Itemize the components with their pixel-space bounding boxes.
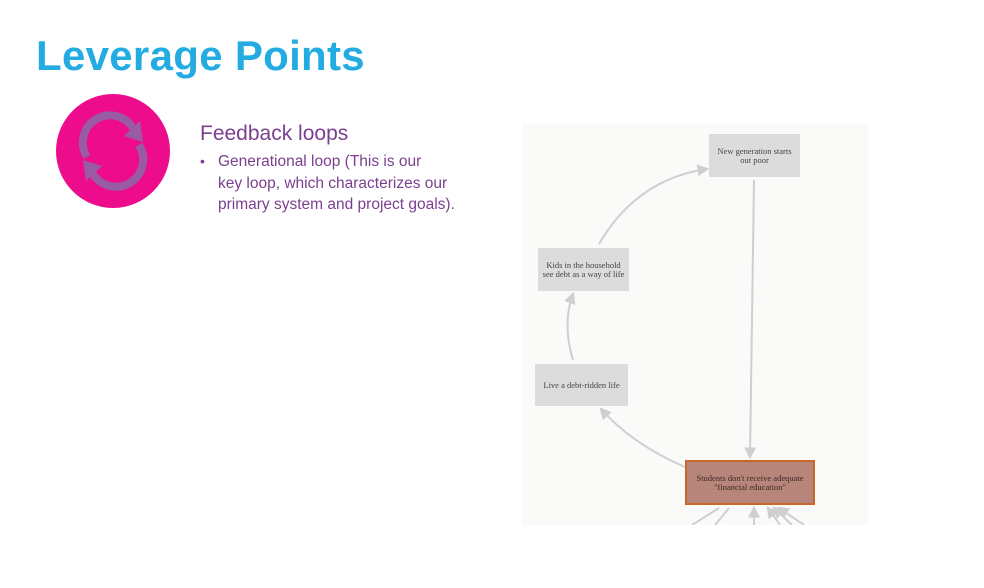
edge-incoming-2 xyxy=(714,507,730,525)
node-kids-see-debt: Kids in the household see debt as a way … xyxy=(538,248,629,291)
edge-debt-life-to-kids xyxy=(564,291,576,361)
diagram-edges xyxy=(564,164,805,525)
bullet-item: Generational loop (This is our key loop,… xyxy=(200,151,500,216)
cycle-arrows-icon xyxy=(56,94,170,208)
bullet-line: key loop, which characterizes our xyxy=(218,174,448,192)
edge-incoming-6 xyxy=(777,506,805,525)
edge-incoming-1 xyxy=(691,507,720,525)
causal-loop-diagram: New generation starts out poor Kids in t… xyxy=(522,124,868,525)
edge-incoming-4 xyxy=(766,506,781,525)
section-subtitle: Feedback loops xyxy=(200,122,349,145)
bullet-line: primary system and project goals). xyxy=(218,196,455,213)
page-title: Leverage Points xyxy=(36,32,365,79)
node-debt-ridden-life: Live a debt-ridden life xyxy=(535,364,628,406)
edge-new-generation-to-students xyxy=(744,179,757,460)
edge-kids-to-new-generation xyxy=(598,164,710,245)
node-new-generation: New generation starts out poor xyxy=(709,134,800,177)
edge-students-to-debt-life xyxy=(599,407,686,468)
bullet-list: Generational loop (This is our key loop,… xyxy=(200,151,500,216)
node-students-no-financial-education: Students don't receive adequate "financi… xyxy=(685,460,815,505)
bullet-line: Generational loop (This is our xyxy=(218,153,422,170)
